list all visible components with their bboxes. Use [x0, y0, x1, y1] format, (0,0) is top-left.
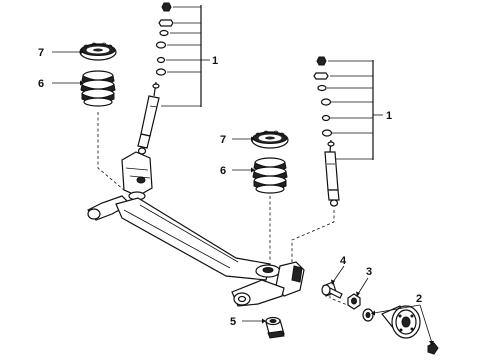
left-insulator — [79, 42, 117, 61]
right-hardware-stack — [313, 56, 383, 160]
callout-6-left: 6 — [38, 78, 44, 90]
callout-7-left: 7 — [38, 47, 44, 59]
rear-axle-beam — [87, 151, 305, 307]
right-shock-absorber — [324, 139, 340, 207]
right-insulator — [251, 130, 289, 149]
hub-nut — [347, 293, 361, 310]
hub-bolt — [321, 281, 343, 299]
right-coil-spring — [252, 157, 288, 194]
callout-3: 3 — [366, 266, 372, 278]
left-hardware-stack — [155, 2, 210, 107]
callout-7-right: 7 — [220, 134, 226, 146]
left-coil-spring — [80, 70, 116, 107]
callout-6-right: 6 — [220, 165, 226, 177]
callout-4: 4 — [340, 255, 347, 267]
callout-2: 2 — [416, 293, 422, 305]
left-shock-absorber — [137, 81, 160, 155]
callout-1-left: 1 — [212, 55, 218, 67]
callout-1-right: 1 — [386, 110, 392, 122]
callout-5: 5 — [230, 316, 236, 328]
brake-drum — [362, 305, 439, 355]
axle-bushing — [265, 316, 285, 339]
